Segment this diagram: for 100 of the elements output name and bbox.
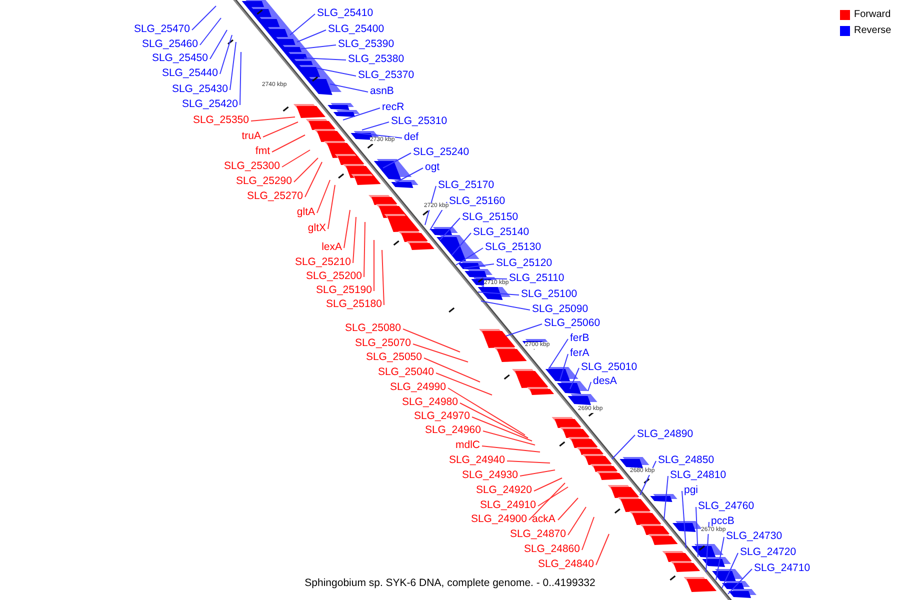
leader-line	[520, 470, 556, 476]
leader-line	[696, 506, 698, 558]
leader-line	[304, 58, 346, 60]
gene-label: SLG_25130	[485, 241, 542, 254]
gene-label: SLG_24920	[476, 484, 532, 497]
gene-label: SLG_25350	[192, 114, 249, 127]
leader-line	[382, 152, 412, 168]
leader-line	[682, 490, 686, 548]
gene-label: SLG_25450	[152, 52, 208, 65]
gene-label: SLG_25190	[316, 284, 372, 297]
leader-line	[296, 30, 326, 42]
gene-label: SLG_24900	[470, 513, 527, 526]
gene-label: SLG_24840	[538, 558, 594, 571]
gene-label: SLG_24720	[740, 546, 796, 559]
leader-line	[272, 134, 306, 152]
gene-label: SLG_25160	[449, 195, 506, 208]
leader-line	[362, 122, 390, 130]
leader-line	[482, 446, 540, 452]
leader-line	[596, 534, 610, 566]
gene-label: SLG_24940	[448, 454, 505, 467]
gene-label: SLG_25310	[391, 115, 448, 128]
gene-label: SLG_24760	[698, 500, 754, 513]
leader-line	[506, 460, 550, 464]
leader-line	[472, 416, 532, 442]
gene-label: ferA	[570, 347, 590, 360]
gene-label: SLG_25210	[294, 256, 351, 269]
leader-line	[192, 6, 216, 30]
leader-line	[282, 150, 310, 168]
caption: Sphingobium sp. SYK-6 DNA, complete genome. - 0..4199332	[304, 577, 596, 590]
leader-line	[316, 68, 356, 76]
leader-line	[424, 186, 436, 226]
gene-label: SLG_25050	[366, 351, 422, 364]
leader-line	[200, 18, 222, 46]
gene-label: SLG_25300	[224, 160, 280, 173]
leader-line	[394, 168, 424, 184]
leader-line	[560, 354, 568, 380]
leader-line	[448, 388, 526, 436]
gene-label: SLG_25410	[317, 7, 374, 20]
gene-label: SLG_25290	[236, 175, 292, 188]
leader-line	[220, 34, 232, 74]
gene-label: SLG_25110	[509, 272, 564, 285]
leader-line	[290, 14, 316, 36]
leader-line	[316, 180, 330, 214]
leader-line	[478, 292, 520, 296]
leader-line	[480, 300, 530, 310]
leader-line	[568, 506, 586, 536]
gene-label: ogt	[425, 161, 440, 174]
leader-line	[356, 132, 402, 138]
gene-label: SLG_25040	[378, 366, 434, 379]
leader-line	[262, 122, 298, 138]
gene-label: SLG_24810	[670, 469, 726, 482]
leader-line	[612, 434, 636, 460]
leader-line	[452, 232, 472, 256]
gene-label: SLG_24860	[524, 543, 580, 556]
leader-line	[534, 478, 562, 492]
gene-label: SLG_24930	[462, 469, 518, 482]
gene-label: SLG_25150	[462, 211, 518, 224]
gene-label: SLG_25140	[473, 226, 530, 239]
leader-line	[716, 536, 724, 580]
gene-label: ferB	[570, 332, 590, 345]
gene-label: lexA	[322, 241, 342, 254]
gene-label: fmt	[255, 145, 270, 158]
leader-line	[582, 516, 594, 550]
gene-label: ackA	[532, 513, 556, 526]
leader-line	[352, 216, 356, 264]
gene-label: asnB	[370, 85, 394, 98]
gene-label: def	[404, 131, 419, 144]
leader-line	[506, 324, 542, 336]
gene-label: SLG_24730	[726, 530, 782, 543]
gene-label: SLG_25240	[413, 146, 470, 159]
gene-label: SLG_25200	[306, 270, 362, 283]
leader-line	[474, 278, 508, 280]
gene-label: SLG_25170	[438, 179, 494, 192]
gene-label: mdlC	[455, 439, 480, 452]
gene-label: SLG_25420	[182, 98, 238, 111]
gene-label: SLG_25070	[354, 337, 411, 350]
gene-label: truA	[242, 130, 261, 143]
leader-line	[342, 108, 380, 120]
gene-label: SLG_25430	[172, 83, 228, 96]
leader-line	[664, 476, 668, 520]
gene-label: SLG_24910	[480, 499, 536, 512]
leader-line	[558, 498, 578, 520]
leader-line	[424, 358, 480, 382]
gene-label: SLG_25390	[338, 38, 394, 51]
gene-label: SLG_24970	[414, 410, 470, 423]
leader-line	[460, 402, 528, 438]
gene-label: SLG_25090	[532, 303, 588, 316]
leader-line	[728, 568, 752, 594]
gene-label: gltX	[308, 222, 326, 235]
gene-label: SLG_25180	[326, 298, 382, 311]
leader-line	[548, 338, 568, 370]
gene-label: gltA	[296, 206, 315, 219]
leader-line	[570, 368, 580, 390]
leader-line	[722, 552, 738, 588]
gene-label: SLG_25100	[521, 288, 578, 301]
gene-label: SLG_25010	[581, 361, 638, 374]
leader-line	[382, 250, 384, 306]
gene-label: SLG_25470	[134, 23, 190, 36]
leader-line	[294, 158, 318, 182]
gene-label: desA	[593, 375, 617, 388]
